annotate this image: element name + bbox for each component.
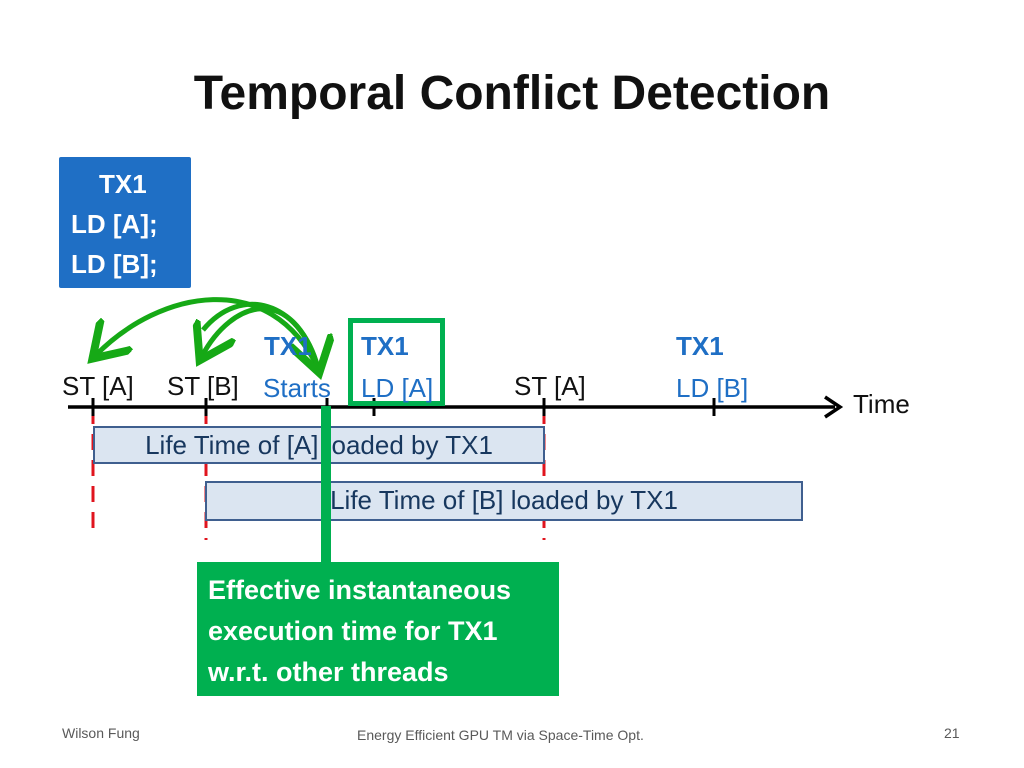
footer-talk-title: Energy Efficient GPU TM via Space-Time O… xyxy=(357,727,644,743)
label-tx1-start: Starts xyxy=(263,373,331,403)
label-st-a-1: ST [A] xyxy=(62,371,134,401)
label-ld-a-title: TX1 xyxy=(361,331,409,361)
tx-box-line-2: LD [A]; xyxy=(71,209,158,239)
slide-title: Temporal Conflict Detection xyxy=(193,67,831,120)
lifetime-b-bar: Life Time of [B] loaded by TX1 xyxy=(205,481,803,521)
time-axis-label: Time xyxy=(853,389,910,419)
label-ld-a: LD [A] xyxy=(361,373,434,403)
tx1-code-box: TX1 LD [A]; LD [B]; xyxy=(59,157,191,288)
tx-box-line-1: TX1 xyxy=(99,169,147,199)
tx-box-line-3: LD [B]; xyxy=(71,249,158,279)
footer-author: Wilson Fung xyxy=(62,725,140,741)
effective-time-connector xyxy=(321,406,331,564)
callout-line-1: Effective instantaneous xyxy=(208,575,512,605)
callout-line-3: w.r.t. other threads xyxy=(208,657,449,687)
label-tx1-start-title: TX1 xyxy=(264,331,312,361)
time-axis-arrowhead xyxy=(824,395,844,419)
label-st-b: ST [B] xyxy=(167,371,239,401)
ld-a-highlight-frame xyxy=(348,318,445,406)
callout-line-2: execution time for TX1 xyxy=(208,616,498,646)
label-ld-b-title: TX1 xyxy=(676,331,724,361)
slide-number: 21 xyxy=(944,725,960,741)
lifetime-a-bar: Life Time of [A] loaded by TX1 xyxy=(93,426,545,464)
label-ld-b: LD [B] xyxy=(676,373,749,403)
effective-time-callout: Effective instantaneous execution time f… xyxy=(197,562,559,696)
green-arrow-to-tx1-start xyxy=(201,301,318,368)
label-st-a-2: ST [A] xyxy=(514,371,586,401)
